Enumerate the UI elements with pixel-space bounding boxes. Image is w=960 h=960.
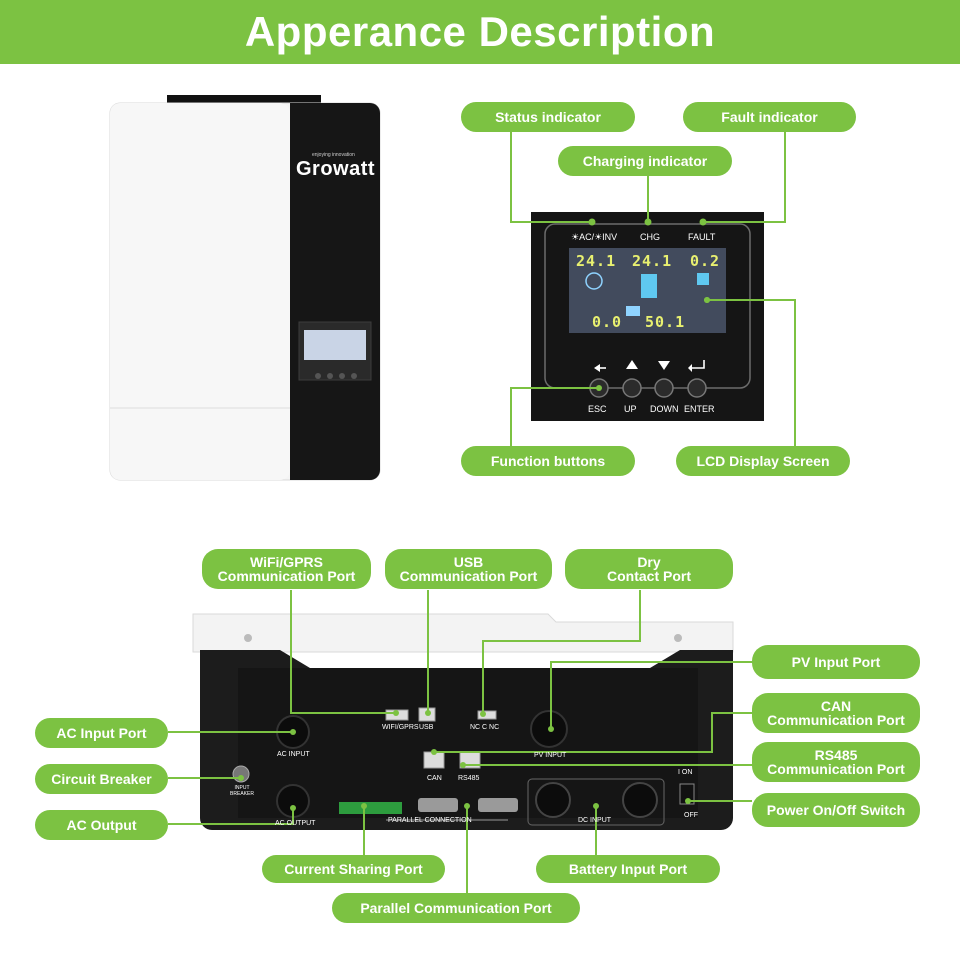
callout-ac-input-port: AC Input Port (35, 718, 168, 748)
down-button-label: DOWN (650, 404, 679, 414)
callout-ac-output: AC Output (35, 810, 168, 840)
inverter-rear-image (192, 613, 734, 830)
callout-circuit-breaker: Circuit Breaker (35, 764, 168, 794)
callout-pv-input-port: PV Input Port (752, 645, 920, 679)
lcd-ac-voltage: 24.1 (576, 252, 617, 270)
callout-function-buttons: Function buttons (461, 446, 635, 476)
can-port-label: CAN (427, 775, 442, 782)
input-breaker-label: INPUT BREAKER (230, 785, 254, 797)
usb-port-label: USB (419, 724, 434, 731)
up-button-label: UP (624, 404, 637, 414)
callout-battery-input-port: Battery Input Port (536, 855, 720, 883)
pv-input-label: PV INPUT (534, 752, 567, 759)
switch-on-label: I ON (678, 769, 693, 776)
callout-power-switch: Power On/Off Switch (752, 793, 920, 827)
callout-lcd-display-screen: LCD Display Screen (676, 446, 850, 476)
chg-indicator-label: CHG (640, 232, 660, 242)
esc-button-label: ESC (588, 404, 607, 414)
page-title: Apperance Description (244, 8, 716, 55)
callout-parallel-communication-port: Parallel Communication Port (332, 893, 580, 923)
parallel-connection-label: PARALLEL CONNECTION (388, 817, 472, 824)
lcd-frequency: 50.1 (645, 313, 686, 331)
callout-charging-indicator: Charging indicator (558, 146, 732, 176)
ac-input-label: AC INPUT (277, 751, 310, 758)
dc-input-label: DC INPUT (578, 817, 612, 824)
ac-inv-indicator-label: ☀AC/☀INV (571, 232, 618, 242)
ac-output-label: AC OUTPUT (275, 820, 316, 827)
rs485-port-label: RS485 (458, 775, 480, 782)
inverter-front-image (109, 95, 381, 481)
callout-fault-indicator: Fault indicator (683, 102, 856, 132)
wifi-port-label: WIFI/GPRS (382, 724, 419, 731)
leader-lines-bottom (168, 590, 752, 893)
switch-off-label: OFF (684, 812, 698, 819)
title-banner: Apperance Description (0, 0, 960, 64)
lcd-output-power: 0.0 (592, 313, 623, 331)
control-panel-closeup (531, 212, 764, 421)
lcd-load: 0.2 (690, 252, 721, 270)
enter-button-label: ENTER (684, 404, 715, 414)
callout-current-sharing-port: Current Sharing Port (262, 855, 445, 883)
lcd-battery-voltage: 24.1 (632, 252, 673, 270)
dry-contact-label: NC C NC (470, 724, 500, 731)
leader-lines-top (510, 132, 796, 446)
callout-status-indicator: Status indicator (461, 102, 635, 132)
fault-indicator-label: FAULT (688, 232, 716, 242)
